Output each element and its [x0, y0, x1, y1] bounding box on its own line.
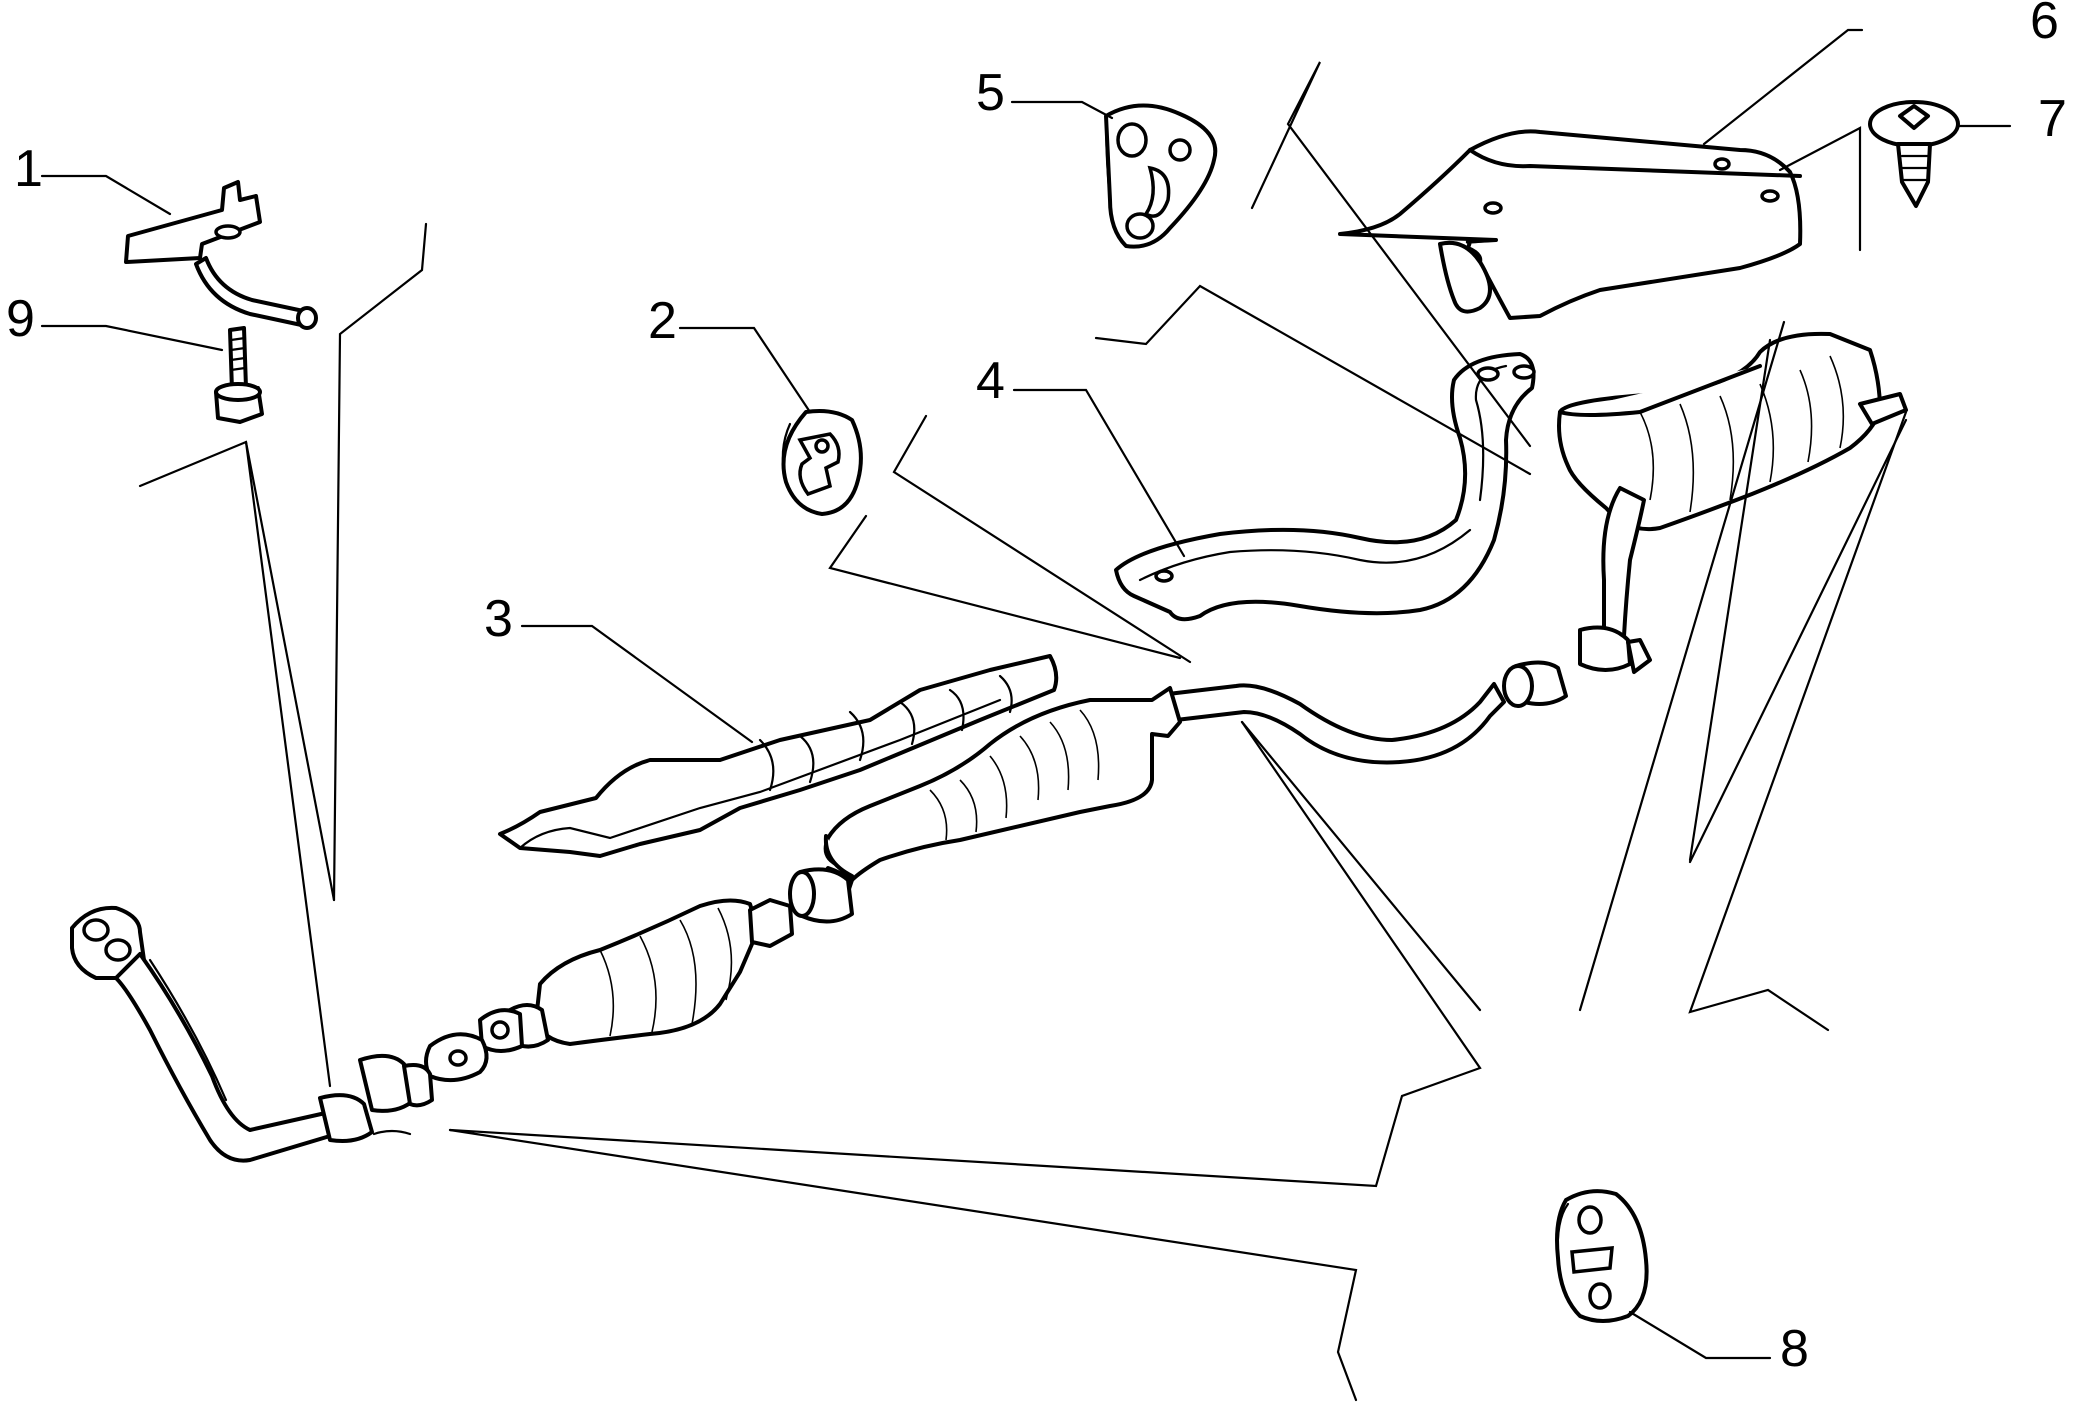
leader-lines — [40, 28, 2012, 1402]
callout-9: 9 — [6, 290, 35, 348]
gasket — [424, 1032, 489, 1083]
part-4-pipe-bracket — [1114, 352, 1536, 622]
rear-muffler — [1557, 331, 1908, 674]
callout-7: 7 — [2038, 90, 2067, 148]
front-catalyst — [478, 898, 794, 1053]
callout-1: 1 — [14, 140, 43, 198]
part-1-bracket — [124, 180, 318, 330]
callout-8: 8 — [1780, 1320, 1809, 1378]
front-exhaust-pipe — [70, 905, 434, 1163]
callout-4: 4 — [976, 352, 1005, 410]
part-8-rubber-hanger — [1555, 1189, 1649, 1323]
callout-3: 3 — [484, 590, 513, 648]
callout-6: 6 — [2030, 0, 2059, 50]
middle-pipe — [1166, 660, 1568, 765]
part-9-bolt — [214, 326, 264, 424]
callout-5: 5 — [976, 64, 1005, 122]
part-5-rubber-mount — [1104, 103, 1218, 249]
callout-2: 2 — [648, 292, 677, 350]
part-2-rubber-hanger — [781, 409, 863, 516]
pipe-sleeve — [788, 867, 854, 924]
part-3-front-heat-shield — [498, 654, 1059, 858]
part-6-heat-shield — [1338, 129, 1803, 320]
part-7-push-clip — [1868, 100, 1960, 208]
